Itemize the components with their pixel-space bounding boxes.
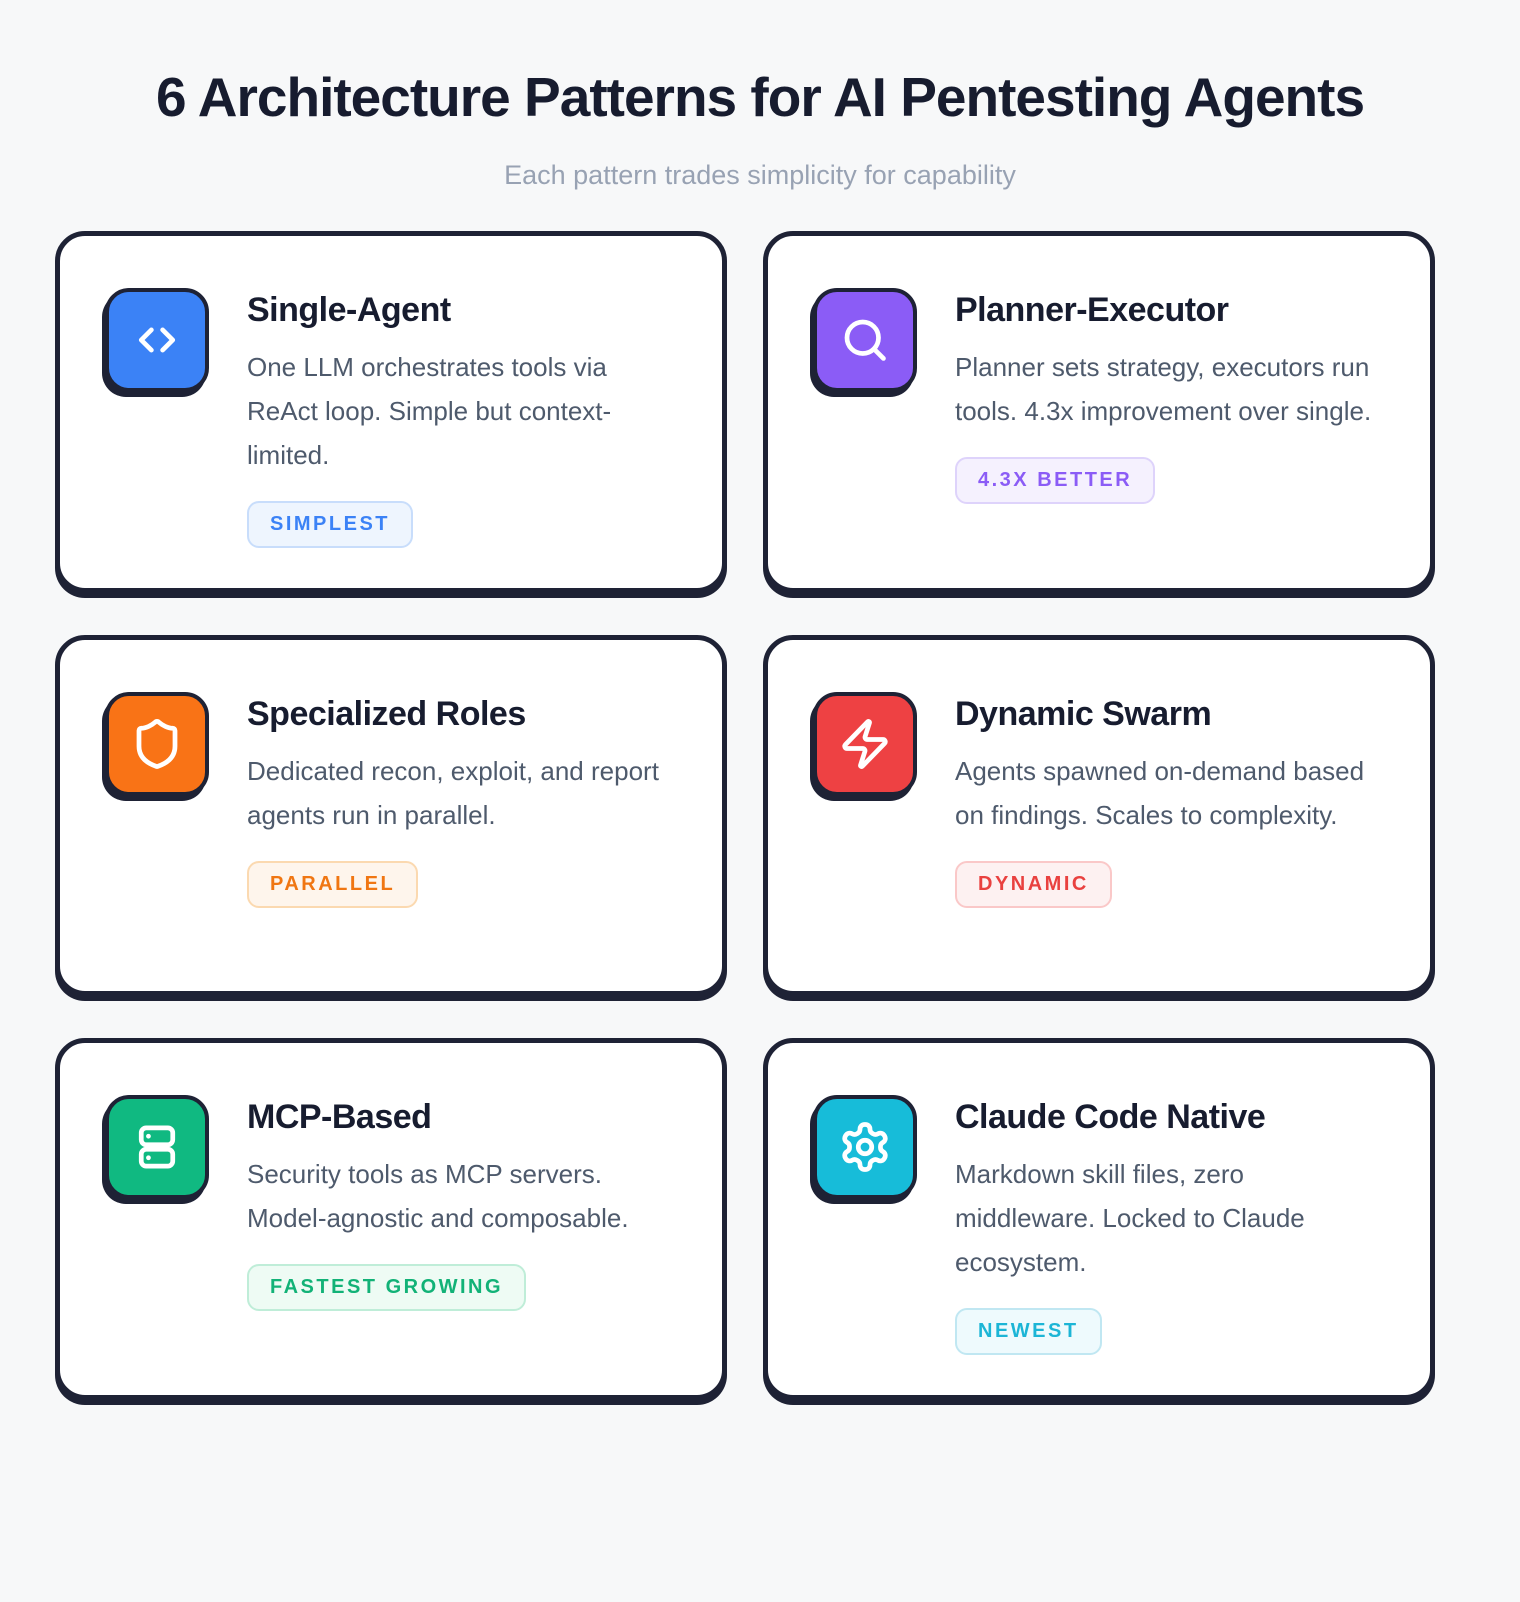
status-badge: SIMPLEST	[247, 500, 414, 548]
status-badge: NEWEST	[955, 1307, 1102, 1355]
card-title: Single-Agent	[247, 291, 451, 330]
card-body: Claude Code Native Markdown skill files,…	[955, 1095, 1390, 1355]
card-body: Specialized Roles Dedicated recon, explo…	[247, 692, 682, 908]
card-mcp-based: MCP-Based Security tools as MCP servers.…	[55, 1037, 727, 1400]
card-body: Dynamic Swarm Agents spawned on-demand b…	[955, 692, 1390, 908]
card-description: Markdown skill files, zero middleware. L…	[955, 1158, 1305, 1277]
card-description: One LLM orchestrates tools via ReAct loo…	[247, 351, 612, 470]
page-subtitle: Each pattern trades simplicity for capab…	[504, 160, 1016, 191]
card-title: Planner-Executor	[955, 291, 1229, 330]
status-badge: DYNAMIC	[955, 860, 1112, 908]
card-dynamic-swarm: Dynamic Swarm Agents spawned on-demand b…	[763, 634, 1435, 996]
search-icon	[813, 288, 917, 393]
card-claude-code-native: Claude Code Native Markdown skill files,…	[763, 1037, 1435, 1400]
status-badge: 4.3X BETTER	[955, 456, 1156, 504]
cards-grid: Single-Agent One LLM orchestrates tools …	[55, 231, 1435, 1400]
code-icon	[105, 288, 209, 393]
page-title: 6 Architecture Patterns for AI Pentestin…	[155, 66, 1365, 128]
card-body: MCP-Based Security tools as MCP servers.…	[247, 1095, 682, 1311]
card-description: Dedicated recon, exploit, and report age…	[247, 755, 659, 830]
card-title: MCP-Based	[247, 1097, 432, 1136]
card-title: Specialized Roles	[247, 694, 526, 733]
card-body: Planner-Executor Planner sets strategy, …	[955, 288, 1390, 504]
card-body: Single-Agent One LLM orchestrates tools …	[247, 288, 682, 548]
card-title: Dynamic Swarm	[955, 694, 1212, 733]
server-icon	[105, 1094, 209, 1199]
status-badge: FASTEST GROWING	[247, 1263, 527, 1311]
lightning-icon	[813, 691, 917, 796]
card-single-agent: Single-Agent One LLM orchestrates tools …	[55, 231, 727, 593]
status-badge: PARALLEL	[247, 860, 419, 908]
card-planner-executor: Planner-Executor Planner sets strategy, …	[763, 231, 1435, 593]
card-description: Security tools as MCP servers. Model-agn…	[247, 1158, 629, 1233]
card-description: Planner sets strategy, executors run too…	[955, 351, 1372, 426]
card-specialized-roles: Specialized Roles Dedicated recon, explo…	[55, 634, 727, 996]
card-description: Agents spawned on-demand based on findin…	[955, 755, 1365, 830]
gear-icon	[813, 1094, 917, 1199]
shield-icon	[105, 691, 209, 796]
card-title: Claude Code Native	[955, 1097, 1266, 1136]
